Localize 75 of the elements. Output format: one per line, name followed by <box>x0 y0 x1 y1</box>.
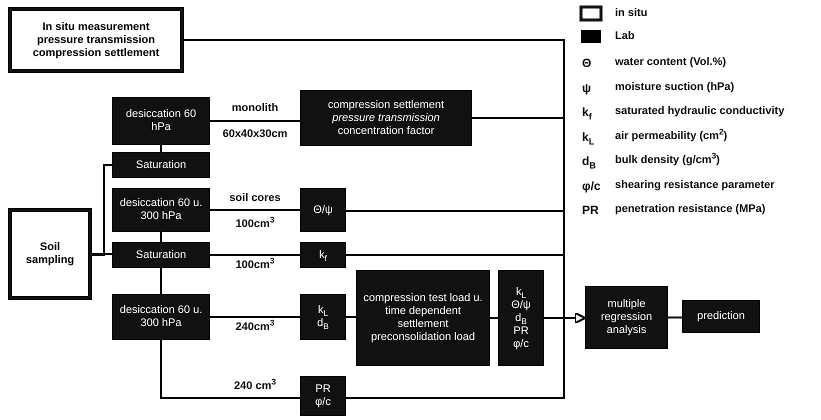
in-situ-box <box>8 208 92 300</box>
in-situ-box <box>8 7 184 73</box>
lab-box <box>112 294 210 340</box>
edge-label: soil cores 100cm$^{3}$ <box>228 191 282 232</box>
node-text: d$_{B}$ <box>317 317 329 330</box>
symbol-label: d$_{B}$ <box>582 154 596 168</box>
node-text: φ/c <box>513 338 529 350</box>
node-text: Soil sampling <box>24 241 76 267</box>
edge-label: 240cm$^{3}$ <box>234 321 276 334</box>
symbol-description: air permeability (cm$^{2}$) <box>615 130 728 142</box>
node-text: desiccation 60 u. 300 hPa <box>118 304 204 330</box>
symbol-label: Θ <box>582 56 592 70</box>
node-text: k$_{L}$ <box>318 304 328 317</box>
lab-box <box>112 152 210 178</box>
connector-line <box>210 120 300 122</box>
node-text: prediction <box>697 310 745 323</box>
symbol-label: ψ <box>582 80 592 94</box>
connector-line <box>668 316 682 318</box>
connector-line <box>210 209 300 211</box>
node-text: k$_{f}$ <box>319 248 327 262</box>
connector-line <box>490 317 498 319</box>
lab-box <box>300 90 472 146</box>
connector-line <box>92 253 112 255</box>
symbol-description: penetration resistance (MPa) <box>615 203 766 215</box>
node-text: Saturation <box>136 158 186 172</box>
node-text: In situ measurement pressure transmission compression settlement <box>32 20 160 60</box>
edge-label: 240 cm$^{3}$ <box>233 380 277 393</box>
node-text: φ/c <box>315 396 331 409</box>
symbol-label: φ/c <box>582 178 601 192</box>
lab-box <box>585 286 668 349</box>
symbol-label: k$_{f}$ <box>582 105 592 119</box>
edge-label: monolith 60x40x30cm <box>222 101 288 142</box>
connector-line <box>210 254 300 256</box>
lab-box <box>112 242 210 268</box>
lab-box <box>498 270 544 366</box>
legend-text: Lab <box>615 30 635 42</box>
node-text: Θ/ψ <box>313 204 333 216</box>
connector-line <box>160 145 162 152</box>
symbol-label: k$_{L}$ <box>582 130 594 144</box>
lab-box <box>300 242 346 268</box>
node-text: compression settlement <box>328 98 444 112</box>
node-text: d$_{B}$ <box>515 312 527 324</box>
connector-line <box>160 340 300 399</box>
node-text: Θ/ψ <box>511 298 531 312</box>
symbol-description: shearing resistance parameter <box>615 178 775 190</box>
node-text: compression test load u. time dependent settlement preconsolidation load <box>362 292 484 344</box>
lab-box <box>300 294 346 340</box>
node-text: PR <box>315 383 331 396</box>
symbol-description: water content (Vol.%) <box>615 56 726 68</box>
lab-box <box>300 188 346 232</box>
lab-box <box>356 270 490 366</box>
node-text: k$_{L}$ <box>516 286 526 298</box>
node-text: PR <box>513 324 529 338</box>
node-text: pressure transmission <box>332 112 440 124</box>
arrow <box>544 312 586 324</box>
connector-line <box>210 316 300 318</box>
connector-line <box>92 164 112 256</box>
lab-box <box>300 376 346 416</box>
legend-text: in situ <box>615 7 648 19</box>
lab-box <box>112 97 210 145</box>
edge-label: 100cm$^{3}$ <box>234 259 276 272</box>
connector-line <box>160 232 162 242</box>
lab-box <box>682 300 760 333</box>
node-text: desiccation 60 hPa <box>124 108 198 134</box>
lab-box <box>112 188 210 232</box>
connector-line <box>346 316 356 318</box>
symbol-description: bulk density (g/cm$^{3}$) <box>615 154 720 166</box>
node-text: concentration factor <box>338 124 434 138</box>
symbol-label: PR <box>582 203 599 217</box>
node-text: multiple regression analysis <box>600 298 654 337</box>
symbol-description: moisture suction (hPa) <box>615 80 734 92</box>
node-text: Saturation <box>136 248 186 262</box>
symbol-description: saturated hydraulic conductivity <box>615 105 784 117</box>
node-text: desiccation 60 u. 300 hPa <box>118 197 204 223</box>
connector-line <box>160 268 162 294</box>
